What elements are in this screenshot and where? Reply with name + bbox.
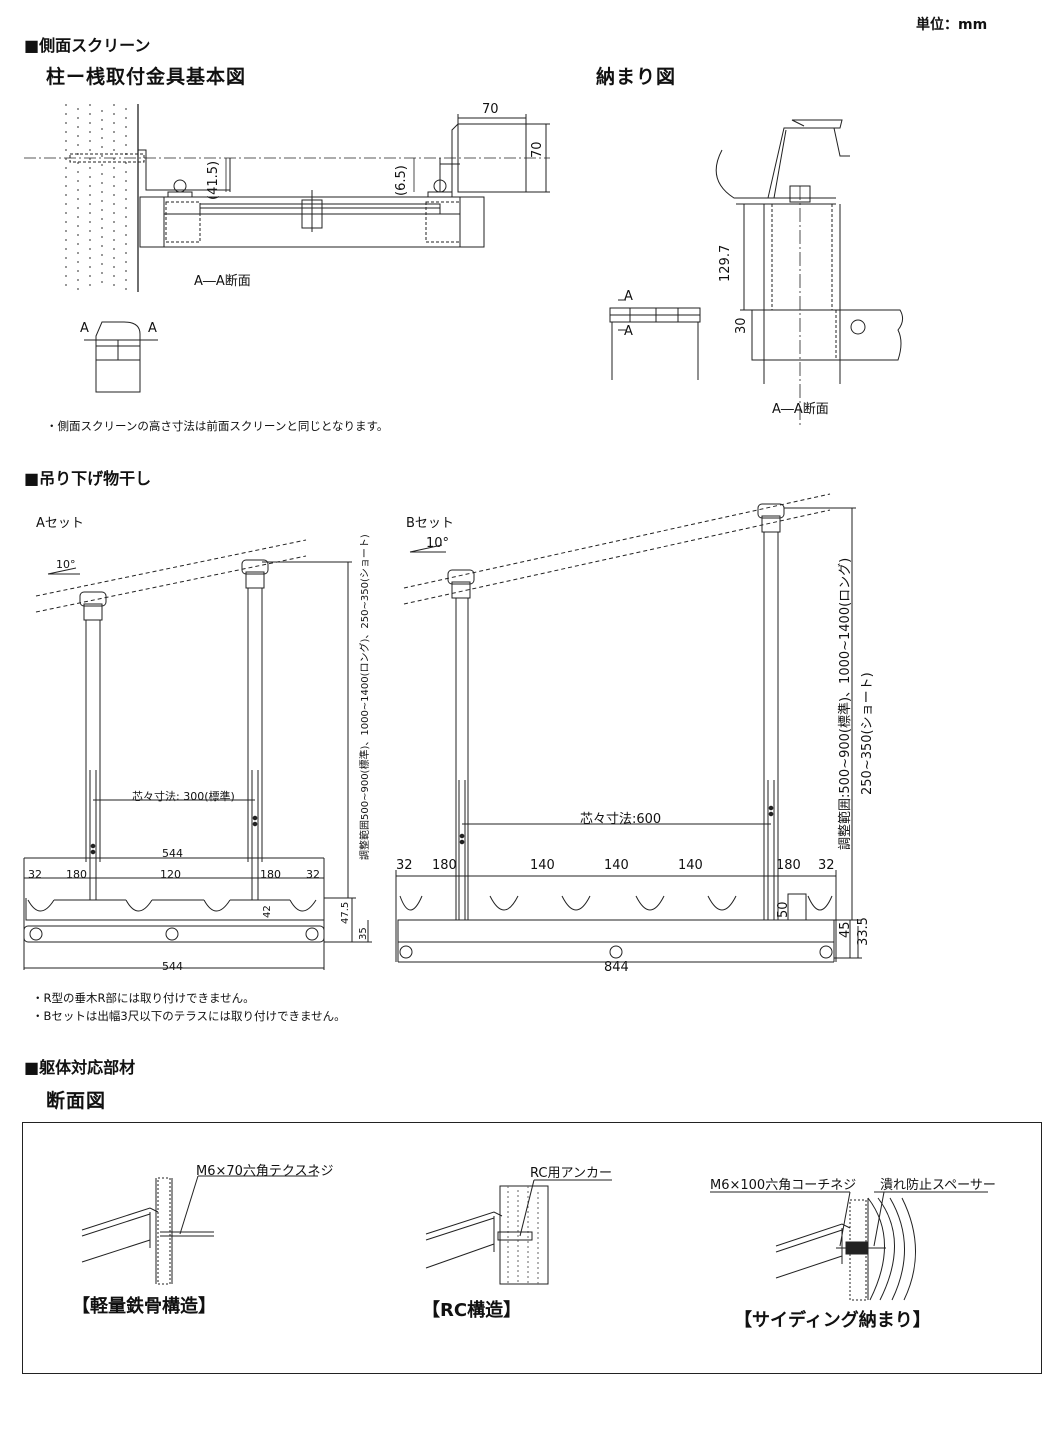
arrow-a-bottom: A — [624, 324, 633, 339]
cross-section-frame — [22, 1122, 1042, 1374]
rc-section — [425, 1179, 612, 1285]
aa-section-left: A―A断面 — [194, 274, 251, 289]
part-coach-screw: M6×100六角コーチネジ — [710, 1178, 857, 1193]
fitting-drawing — [609, 119, 904, 425]
section-side-screen-heading: ■側面スクリーン — [24, 36, 151, 55]
b-seg-5: 180 — [776, 858, 801, 873]
side-screen-icon — [84, 321, 158, 393]
bracket-basic-drawing — [24, 104, 550, 292]
arrow-a-top: A — [624, 289, 633, 304]
siding-section — [710, 1191, 988, 1301]
fitting-title: 納まり図 — [596, 66, 677, 88]
b-set-pitch: 芯々寸法:600 — [580, 812, 662, 827]
dryer-note-1: ・R型の垂木R部には取り付けできません。 — [32, 991, 255, 1005]
dryer-note-2: ・Bセットは出幅3尺以下のテラスには取り付けできません。 — [32, 1009, 346, 1023]
caption-siding: 【サイディング納まり】 — [734, 1310, 931, 1331]
b-seg-1: 180 — [432, 858, 457, 873]
b-set-label: Bセット — [406, 516, 454, 531]
a-set-label: Aセット — [36, 516, 84, 531]
dim-width-70: 70 — [482, 102, 499, 117]
cross-section-title: 断面図 — [46, 1090, 107, 1112]
b-seg-6: 32 — [818, 858, 835, 873]
a-set-angle: 10° — [56, 558, 76, 571]
a-set-drawing — [23, 539, 372, 970]
light-steel-section — [81, 1175, 318, 1285]
b-set-drawing — [395, 493, 862, 963]
part-tek-screw: M6×70六角テクスネジ — [196, 1164, 334, 1179]
part-spacer: 潰れ防止スペーサー — [880, 1178, 996, 1193]
b-seg-2: 140 — [530, 858, 555, 873]
b-seg-0: 32 — [396, 858, 413, 873]
b-seg-3: 140 — [604, 858, 629, 873]
side-screen-note: ・側面スクリーンの高さ寸法は前面スクリーンと同じとなります。 — [46, 419, 389, 433]
part-rc-anchor: RC用アンカー — [530, 1166, 612, 1181]
section-body-parts-heading: ■躯体対応部材 — [24, 1058, 136, 1077]
caption-rc: 【RC構造】 — [422, 1300, 522, 1321]
arrow-a-left: A — [80, 321, 89, 336]
unit-label: 単位：mm — [916, 17, 988, 33]
b-seg-4: 140 — [678, 858, 703, 873]
b-set-bottom-width: 844 — [604, 960, 629, 975]
arrow-a-right: A — [148, 321, 157, 336]
a-set-top-width: 544 — [162, 847, 183, 860]
a-set-bottom-width: 544 — [162, 960, 183, 973]
bracket-basic-title: 柱ー桟取付金具基本図 — [46, 66, 247, 88]
section-hanging-dryer-heading: ■吊り下げ物干し — [24, 469, 152, 488]
caption-light-steel: 【軽量鉄骨構造】 — [72, 1296, 216, 1317]
